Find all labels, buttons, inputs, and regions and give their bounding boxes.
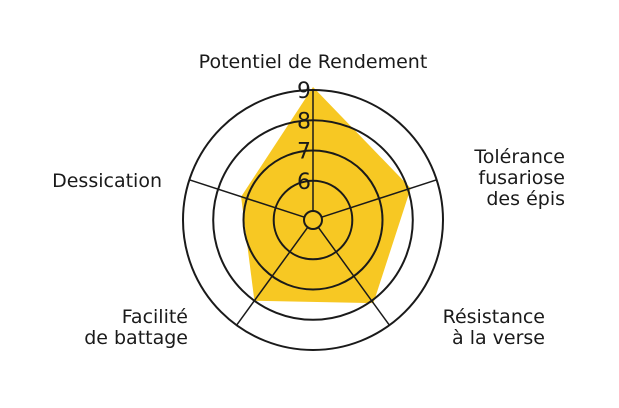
axis-label-1-line-2: des épis	[486, 188, 565, 210]
tick-labels: 6 7 8 9	[297, 79, 311, 195]
axis-label-1-line-0: Tolérance	[473, 146, 565, 168]
axis-label-3-line-1: de battage	[84, 327, 188, 349]
series-area-0	[241, 87, 411, 304]
axis-label-2-line-1: à la verse	[452, 327, 545, 349]
axis-label-4-line-0: Dessication	[52, 170, 162, 192]
axis-label-0: Potentiel de Rendement	[199, 51, 428, 73]
axis-label-2-line-0: Résistance	[443, 306, 545, 328]
axis-label-3-line-0: Facilité	[122, 306, 188, 328]
tick-label-8: 8	[297, 109, 311, 134]
axis-label-4: Dessication	[52, 170, 162, 192]
tick-label-6: 6	[297, 170, 311, 195]
spoke-3	[235, 226, 309, 326]
spoke-4	[189, 179, 305, 218]
tick-label-7: 7	[297, 140, 311, 165]
axis-label-1-line-1: fusariose	[478, 167, 565, 189]
series-area-layer	[241, 87, 411, 304]
spoke-1	[321, 179, 437, 218]
tick-label-9: 9	[297, 79, 311, 104]
grid-layer	[182, 89, 444, 351]
axis-label-0-line-0: Potentiel de Rendement	[199, 51, 428, 73]
spoke-2	[317, 226, 391, 326]
